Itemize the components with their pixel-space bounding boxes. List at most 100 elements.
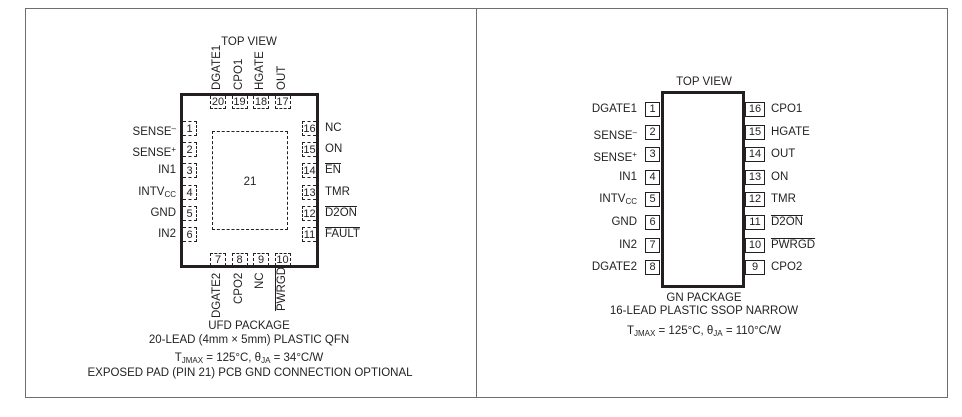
qfn-pin-13-number: 13 xyxy=(302,184,316,200)
qfn-pin-9-number: 9 xyxy=(253,253,269,266)
qfn-pin-15-label: ON xyxy=(325,143,343,156)
ssop-pin-16-label: CPO1 xyxy=(771,103,803,115)
qfn-exposed-pad xyxy=(212,131,288,230)
qfn-pin-2-label: SENSE+ xyxy=(132,143,176,160)
qfn-pin-1-label: SENSE– xyxy=(133,122,176,139)
ssop-pin-4-number: 4 xyxy=(645,169,660,185)
qfn-pin-18-label: HGATE xyxy=(254,51,266,90)
ssop-pin-5-label: INTVCC xyxy=(599,193,637,208)
qfn-pin-3-name: IN1 xyxy=(158,164,176,177)
qfn-exposed-pad-note: EXPOSED PAD (PIN 21) PCB GND CONNECTION … xyxy=(87,367,413,379)
ssop-pin-7-name: IN2 xyxy=(619,238,637,251)
ssop-pin-3-label: SENSE+ xyxy=(593,148,637,165)
ssop-pin-3-name: SENSE xyxy=(593,152,633,165)
ssop-pin-6-number: 6 xyxy=(645,215,660,230)
qfn-pin-17-label: OUT xyxy=(275,65,288,90)
qfn-pin-4-name: INTV xyxy=(138,185,165,198)
qfn-pin-5-name: GND xyxy=(150,206,176,219)
ssop-pin-9-label: CPO2 xyxy=(771,261,803,274)
ssop-pin-5-number: 5 xyxy=(645,192,660,208)
ssop-package-desc: 16-LEAD PLASTIC SSOP NARROW xyxy=(609,305,799,317)
qfn-pin-10-number: 10 xyxy=(274,253,291,266)
ssop-pin-14-number: 14 xyxy=(745,147,765,163)
ssop-pin-10-number: 10 xyxy=(745,237,765,253)
ssop-top-view-title: TOP VIEW xyxy=(676,76,732,88)
ssop-pin-13-label: ON xyxy=(771,170,789,183)
ssop-pin-2-number: 2 xyxy=(645,124,660,140)
qfn-pin-14-label: EN xyxy=(325,164,341,177)
qfn-pin-6-name: IN2 xyxy=(158,228,176,240)
qfn-pin-6-label: IN2 xyxy=(158,228,176,241)
ssop-pin-15-label: HGATE xyxy=(771,125,810,138)
qfn-pin-4-number: 4 xyxy=(183,184,197,200)
ssop-pin-12-number: 12 xyxy=(745,192,765,208)
qfn-pin-15-number: 15 xyxy=(302,142,316,158)
qfn-pin-1-sup: – xyxy=(171,124,176,133)
qfn-pin-2-number: 2 xyxy=(183,142,197,158)
qfn-pin-20-label: DGATE1 xyxy=(211,44,223,90)
figure-frame xyxy=(25,8,948,398)
ssop-pin-15-number: 15 xyxy=(745,124,765,140)
qfn-pin-9-label: NC xyxy=(254,272,266,290)
qfn-package-desc: 20-LEAD (4mm × 5mm) PLASTIC QFN xyxy=(148,334,350,346)
ssop-pin-4-label: IN1 xyxy=(619,171,637,184)
ssop-package-body xyxy=(661,91,745,288)
ssop-pin-3-number: 3 xyxy=(645,147,660,163)
ssop-pin-7-number: 7 xyxy=(645,237,660,253)
qfn-top-view-title: TOP VIEW xyxy=(221,36,277,48)
qfn-pin-13-label: TMR xyxy=(325,185,350,198)
ssop-pin-8-name: DGATE2 xyxy=(591,261,637,274)
qfn-pin-18-number: 18 xyxy=(253,96,269,109)
qfn-pin-7-number: 7 xyxy=(210,253,226,266)
ssop-pin-5-sub: CC xyxy=(625,197,637,207)
ssop-pin-1-number: 1 xyxy=(645,102,660,117)
qfn-package-body xyxy=(180,93,319,268)
ssop-pin-1-label: DGATE1 xyxy=(592,103,637,116)
qfn-pin-3-number: 3 xyxy=(183,163,197,179)
qfn-pin-3-label: IN1 xyxy=(158,164,176,177)
qfn-pin-16-number: 16 xyxy=(302,121,316,136)
qfn-pin-1-name: SENSE xyxy=(132,126,172,138)
ssop-pin-11-label: D2ON xyxy=(771,216,803,228)
ssop-pin-13-number: 13 xyxy=(745,169,765,185)
ssop-pin-5-name: INTV xyxy=(599,193,626,206)
qfn-exposed-pad-label: 21 xyxy=(243,176,257,188)
qfn-pin-5-number: 5 xyxy=(183,205,197,221)
qfn-pin-10-label: PWRGD xyxy=(275,266,288,311)
qfn-package-name: UFD PACKAGE xyxy=(208,320,290,332)
ssop-pin-3-sup: + xyxy=(632,150,637,160)
ssop-pin-6-label: GND xyxy=(611,216,637,229)
qfn-pin-5-label: GND xyxy=(150,207,176,220)
qfn-pin-4-sub: CC xyxy=(164,189,176,199)
qfn-pin-1-number: 1 xyxy=(183,121,197,136)
ssop-pin-2-sup: – xyxy=(632,127,637,137)
qfn-pin-20-number: 20 xyxy=(210,96,226,109)
qfn-pin-8-number: 8 xyxy=(231,253,248,266)
qfn-pin-8-label: CPO2 xyxy=(232,272,245,304)
ssop-pin-12-label: TMR xyxy=(771,193,796,206)
ssop-pin-2-name: SENSE xyxy=(593,129,633,142)
qfn-pin-4-label: INTVCC xyxy=(138,186,176,201)
ssop-pin-6-name: GND xyxy=(611,216,637,228)
qfn-pin-2-sup: + xyxy=(171,145,176,155)
qfn-pin-16-label: NC xyxy=(325,122,342,134)
ssop-pin-10-label: PWRGD xyxy=(771,238,816,251)
qfn-thermal: TJMAX = 125°C, θJA = 34°C/W xyxy=(174,352,324,365)
ssop-thermal: TJMAX = 125°C, θJA = 110°C/W xyxy=(626,325,782,338)
ssop-pin-8-label: DGATE2 xyxy=(592,261,637,274)
qfn-pin-11-label: FAULT xyxy=(325,228,360,240)
ssop-pin-11-number: 11 xyxy=(745,215,765,230)
ssop-pin-9-number: 9 xyxy=(745,260,765,276)
qfn-pin-7-label: DGATE2 xyxy=(211,273,223,319)
qfn-pin-19-label: CPO1 xyxy=(232,58,245,90)
ssop-pin-7-label: IN2 xyxy=(619,239,637,252)
qfn-pin-6-number: 6 xyxy=(183,227,197,242)
ssop-pin-14-label: OUT xyxy=(771,148,796,161)
qfn-pin-12-number: 12 xyxy=(302,205,316,221)
qfn-pin-14-number: 14 xyxy=(302,163,316,179)
ssop-pin-8-number: 8 xyxy=(645,260,660,276)
qfn-pin-12-label: D2ON xyxy=(325,206,357,219)
ssop-pin-2-label: SENSE– xyxy=(594,126,637,143)
panel-divider xyxy=(476,8,477,398)
ssop-pin-16-number: 16 xyxy=(745,102,765,117)
